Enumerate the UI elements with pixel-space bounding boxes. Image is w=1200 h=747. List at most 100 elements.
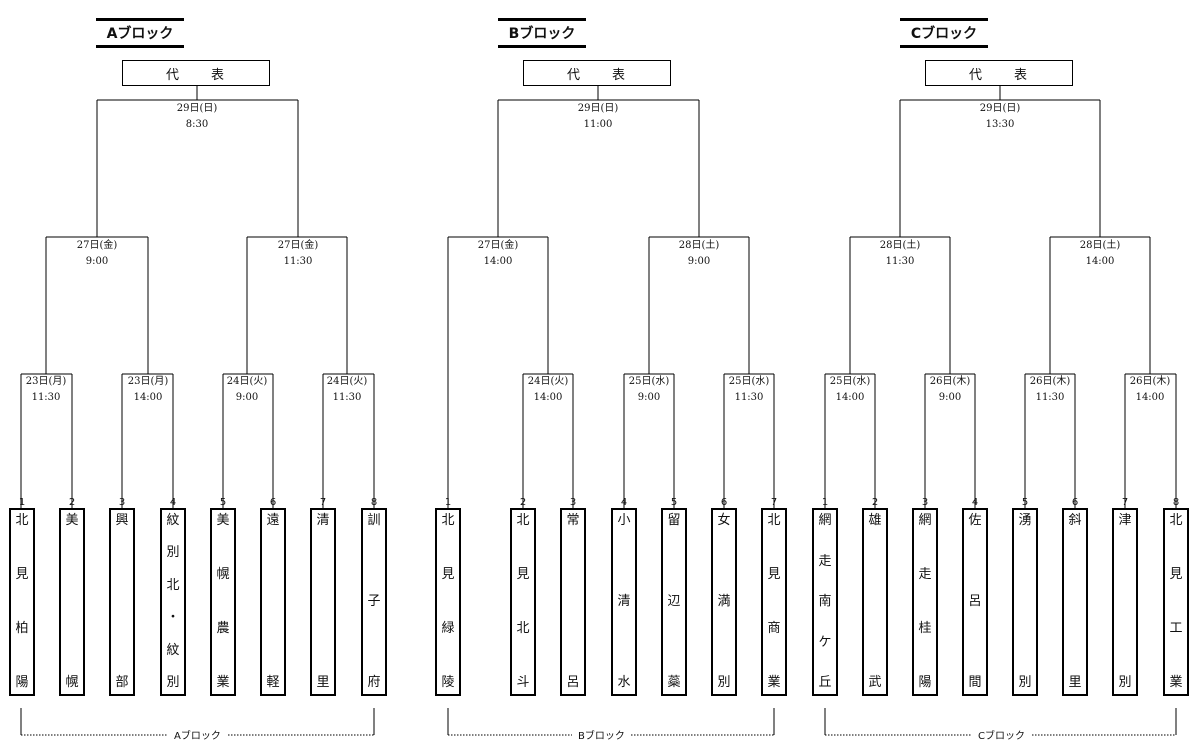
final-schedule-c: 29日(日) 13:30 (960, 101, 1040, 133)
match-time: 11:30 (283, 256, 313, 267)
match-time: 9:00 (85, 256, 109, 267)
team-box: 佐呂間 (962, 508, 988, 696)
match-date: 23日(月) (127, 376, 169, 387)
match-time: 14:00 (533, 392, 563, 403)
match-date: 28日(土) (678, 240, 720, 251)
representative-box-b: 代 表 (523, 60, 671, 86)
team-box: 網走南ケ丘 (812, 508, 838, 696)
team-box: 女満別 (711, 508, 737, 696)
match-time: 11:30 (31, 392, 61, 403)
match-date: 26日(木) (1129, 376, 1171, 387)
representative-box-a: 代 表 (122, 60, 270, 86)
r1-schedule-c-4: 26日(木) 14:00 (1110, 374, 1190, 406)
match-date: 25日(水) (829, 376, 871, 387)
team-number: 2 (871, 497, 879, 508)
match-time: 11:30 (734, 392, 764, 403)
semi-schedule-c-1: 28日(土)11:30 (860, 238, 940, 270)
team-number: 3 (569, 497, 577, 508)
team-name: 津別 (1118, 513, 1132, 690)
team-box: 津別 (1112, 508, 1138, 696)
match-time: 8:30 (185, 119, 209, 130)
match-time: 11:30 (1035, 392, 1065, 403)
team-number: 4 (169, 497, 177, 508)
team-number: 5 (219, 497, 227, 508)
semi-schedule-a-2: 27日(金)11:30 (258, 238, 338, 270)
team-box: 常呂 (560, 508, 586, 696)
representative-label: 代 表 (566, 67, 627, 83)
match-time: 14:00 (1085, 256, 1115, 267)
team-name: 留辺蘂 (667, 513, 681, 690)
team-box: 遠軽 (260, 508, 286, 696)
team-box: 小清水 (611, 508, 637, 696)
team-box: 訓子府 (361, 508, 387, 696)
team-box: 美幌 (59, 508, 85, 696)
team-name: 小清水 (617, 513, 631, 690)
match-time: 14:00 (1135, 392, 1165, 403)
team-name: 網走南ケ丘 (818, 513, 832, 690)
match-date: 29日(日) (176, 103, 218, 114)
match-date: 28日(土) (1079, 240, 1121, 251)
team-box: 北見商業 (761, 508, 787, 696)
team-name: 訓子府 (367, 513, 381, 690)
representative-label: 代 表 (968, 67, 1029, 83)
team-name: 雄武 (868, 513, 882, 690)
team-number: 6 (1071, 497, 1079, 508)
block-title-a: Aブロック (96, 18, 184, 48)
team-box: 網走桂陽 (912, 508, 938, 696)
team-box: 清里 (310, 508, 336, 696)
match-time: 14:00 (835, 392, 865, 403)
team-name: 美幌 (65, 513, 79, 690)
team-name: 紋別北・紋別 (166, 513, 180, 690)
team-number: 7 (1121, 497, 1129, 508)
team-number: 4 (620, 497, 628, 508)
team-number: 6 (269, 497, 277, 508)
match-time: 11:30 (332, 392, 362, 403)
team-number: 6 (720, 497, 728, 508)
match-time: 9:00 (687, 256, 711, 267)
team-number: 8 (1172, 497, 1180, 508)
match-date: 23日(月) (25, 376, 67, 387)
team-name: 網走桂陽 (918, 513, 932, 690)
team-number: 8 (370, 497, 378, 508)
team-number: 2 (68, 497, 76, 508)
match-date: 26日(木) (1029, 376, 1071, 387)
footer-label-c: Cブロック (972, 727, 1031, 742)
team-number: 4 (971, 497, 979, 508)
match-date: 25日(水) (628, 376, 670, 387)
r1-schedule-a-2: 23日(月) 14:00 (108, 374, 188, 406)
semi-schedule-b-2: 28日(土) 9:00 (659, 238, 739, 270)
footer-label-b: Bブロック (572, 727, 631, 742)
team-name: 北見工業 (1169, 513, 1183, 690)
r1-schedule-c-3: 26日(木) 11:30 (1010, 374, 1090, 406)
match-date: 24日(火) (527, 376, 569, 387)
team-number: 7 (319, 497, 327, 508)
r1-schedule-c-2: 26日(木)9:00 (910, 374, 990, 406)
representative-label: 代 表 (165, 67, 226, 83)
match-time: 14:00 (133, 392, 163, 403)
team-name: 斜里 (1068, 513, 1082, 690)
r1-schedule-b-3: 25日(水)11:30 (709, 374, 789, 406)
match-date: 29日(日) (979, 103, 1021, 114)
semi-schedule-c-2: 28日(土) 14:00 (1060, 238, 1140, 270)
team-box: 北見緑陵 (435, 508, 461, 696)
team-box: 北見工業 (1163, 508, 1189, 696)
match-date: 27日(金) (76, 240, 118, 251)
team-name: 北見柏陽 (15, 513, 29, 690)
team-name: 北見商業 (767, 513, 781, 690)
team-box: 湧別 (1012, 508, 1038, 696)
footer-label-a: Aブロック (168, 727, 227, 742)
match-time: 14:00 (483, 256, 513, 267)
final-schedule-a: 29日(日) 8:30 (157, 101, 237, 133)
team-name: 美幌農業 (216, 513, 230, 690)
team-name: 遠軽 (266, 513, 280, 690)
team-name: 佐呂間 (968, 513, 982, 690)
team-number: 1 (444, 497, 452, 508)
r1-schedule-c-1: 25日(水) 14:00 (810, 374, 890, 406)
semi-schedule-a-1: 27日(金) 9:00 (57, 238, 137, 270)
team-number: 1 (821, 497, 829, 508)
match-date: 24日(火) (226, 376, 268, 387)
team-name: 北見緑陵 (441, 513, 455, 690)
match-time: 13:30 (985, 119, 1015, 130)
team-name: 女満別 (717, 513, 731, 690)
